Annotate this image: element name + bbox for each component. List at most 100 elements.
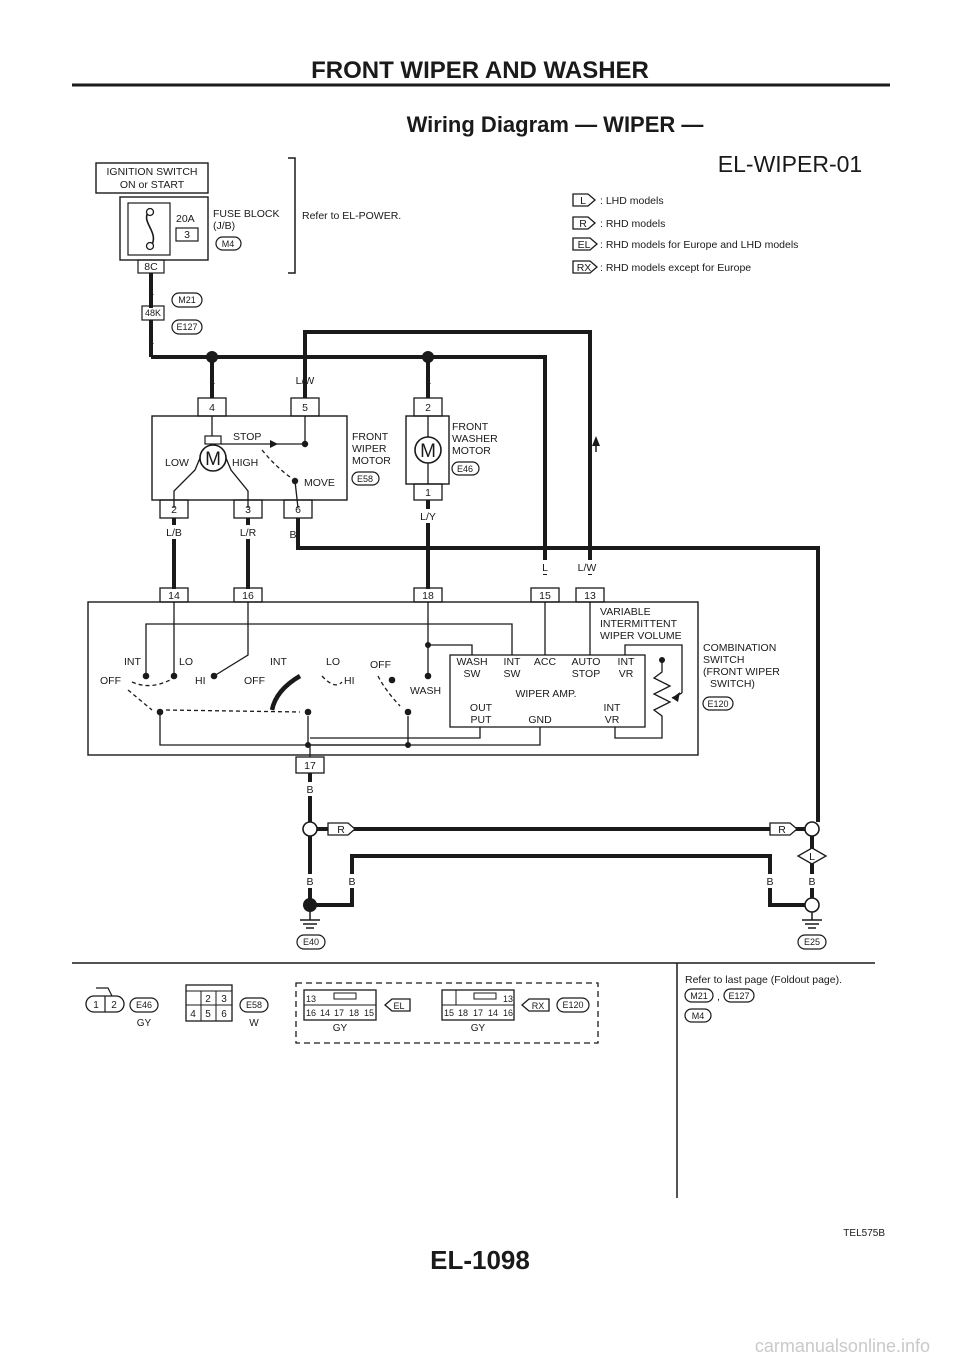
arrow-right-icon — [270, 440, 278, 448]
ignition-switch-label: IGNITION SWITCH — [107, 166, 198, 178]
connector-e127-label: E127 — [176, 322, 197, 332]
label-mask — [239, 525, 259, 539]
tag-EL: EL — [393, 1001, 404, 1011]
pin-1: 1 — [425, 487, 431, 499]
connector-tag-e127 — [171, 319, 203, 335]
gnd-wire — [310, 727, 541, 746]
fuse-number: 3 — [184, 229, 190, 241]
connector-circle — [804, 821, 820, 837]
high-label: HIGH — [232, 457, 258, 469]
legend-tag-shape — [572, 216, 596, 230]
contact-dot — [424, 672, 432, 680]
legend-item-L: L : LHD models — [572, 193, 664, 207]
pin-label: 3 — [221, 994, 227, 1005]
diagram-title: Wiring Diagram — WIPER — — [407, 112, 704, 137]
connector-e120-label: E120 — [707, 699, 728, 709]
legend-tag: L — [580, 195, 586, 207]
legend-tag-shape — [572, 260, 598, 274]
label-mask — [344, 874, 360, 888]
front-washer-motor: 2 M 1 FRONT WASHER MOTOR E46 — [405, 397, 498, 501]
pin-4: 4 — [209, 402, 215, 414]
connector-color: W — [249, 1018, 259, 1029]
output-wire — [310, 727, 481, 739]
power-supply: IGNITION SWITCH ON or START 20A 3 FUSE B… — [95, 157, 401, 357]
combination-switch-label: (FRONT WIPER — [703, 666, 780, 678]
pin-label: 2 — [111, 1000, 117, 1011]
fuse-terminal-icon — [145, 207, 155, 217]
wire-color-label: L — [209, 375, 215, 387]
connector-tag-m21 — [171, 292, 203, 308]
label-mask — [804, 874, 820, 888]
refer-bracket — [288, 157, 296, 274]
contact-dot — [156, 708, 164, 716]
switch-label-off: OFF — [244, 675, 265, 687]
connector-tag — [239, 997, 269, 1013]
pin-label: 15 — [364, 1008, 374, 1018]
combination-switch: 14 16 18 15 13 — [87, 587, 780, 774]
diagram-code: EL-WIPER-01 — [718, 151, 862, 177]
wire-color-label: B — [766, 876, 773, 888]
legend-tag: EL — [578, 239, 591, 251]
legend-text: : LHD models — [600, 195, 664, 207]
pin-label: 17 — [334, 1008, 344, 1018]
resistor-icon — [614, 660, 672, 739]
pin-label: 4 — [190, 1009, 196, 1020]
ground-terminal — [303, 898, 317, 912]
separator: , — [717, 991, 720, 1003]
fuse-amperage: 20A — [176, 213, 195, 225]
pin-16: 16 — [242, 590, 254, 602]
amp-label: INT — [618, 656, 636, 668]
amp-label: VR — [605, 714, 620, 726]
splice-dot — [425, 642, 431, 648]
switch-label-wash: WASH — [410, 685, 441, 697]
wire-color-label: B — [348, 876, 355, 888]
front-wiper-motor: 4 5 M STOP MOVE LOW HIGH 2 3 6 FRONT WIP… — [151, 397, 391, 519]
tag-EL-shape — [384, 998, 411, 1012]
washer-motor-label: MOTOR — [452, 445, 491, 457]
pin-2: 2 — [425, 402, 431, 414]
pin-label: 6 — [221, 1009, 227, 1020]
contact-dot — [304, 708, 312, 716]
int-wire — [145, 623, 513, 676]
switch-label-hi: HI — [195, 675, 206, 687]
pin-label: 16 — [306, 1008, 316, 1018]
vr-wire — [624, 644, 683, 693]
stop-label: STOP — [233, 431, 261, 443]
figure-id: TEL575B — [843, 1228, 885, 1239]
connector-tag-m21 — [684, 988, 714, 1003]
page-number: EL-1098 — [430, 1245, 530, 1275]
legend-text: : RHD models except for Europe — [600, 262, 751, 274]
pin-label: 14 — [488, 1008, 498, 1018]
fuse-number-box — [175, 227, 199, 242]
motor-symbol: M — [205, 449, 221, 470]
amp-title: WIPER AMP. — [515, 688, 576, 700]
switch-arcs — [127, 675, 401, 713]
connector-tag-e25 — [797, 934, 827, 950]
connector-tag-e58 — [351, 471, 380, 486]
ground-icon — [300, 912, 320, 929]
contact-dot — [142, 672, 150, 680]
wire-color-label: B — [306, 876, 313, 888]
wire-color-L: L — [148, 286, 154, 298]
pin-5: 5 — [302, 402, 308, 414]
wiper-motor-label: FRONT — [352, 431, 389, 443]
amp-label: WASH — [456, 656, 487, 668]
tag-RX: RX — [532, 1001, 545, 1011]
amp-label: GND — [528, 714, 552, 726]
combination-switch-label: COMBINATION — [703, 642, 776, 654]
switch-label-off: OFF — [370, 659, 391, 671]
pin-15: 15 — [539, 590, 551, 602]
connector-tag — [556, 997, 590, 1013]
pin-label: 18 — [458, 1008, 468, 1018]
wiper-motor-label: WIPER — [352, 443, 387, 455]
connector-e120-el-view: 13 16 14 17 18 15 EL GY — [303, 989, 411, 1034]
int-off-bar — [269, 674, 302, 711]
legend-tag: R — [579, 218, 587, 230]
motor-brush — [204, 435, 222, 445]
legend: L : LHD models R : RHD models EL : RHD m… — [572, 193, 798, 274]
pin-14: 14 — [168, 590, 180, 602]
legend-tag-shape — [572, 193, 596, 207]
wiper-motor-label: MOTOR — [352, 455, 391, 467]
contact-dot — [210, 672, 218, 680]
pin-label: 5 — [205, 1009, 211, 1020]
